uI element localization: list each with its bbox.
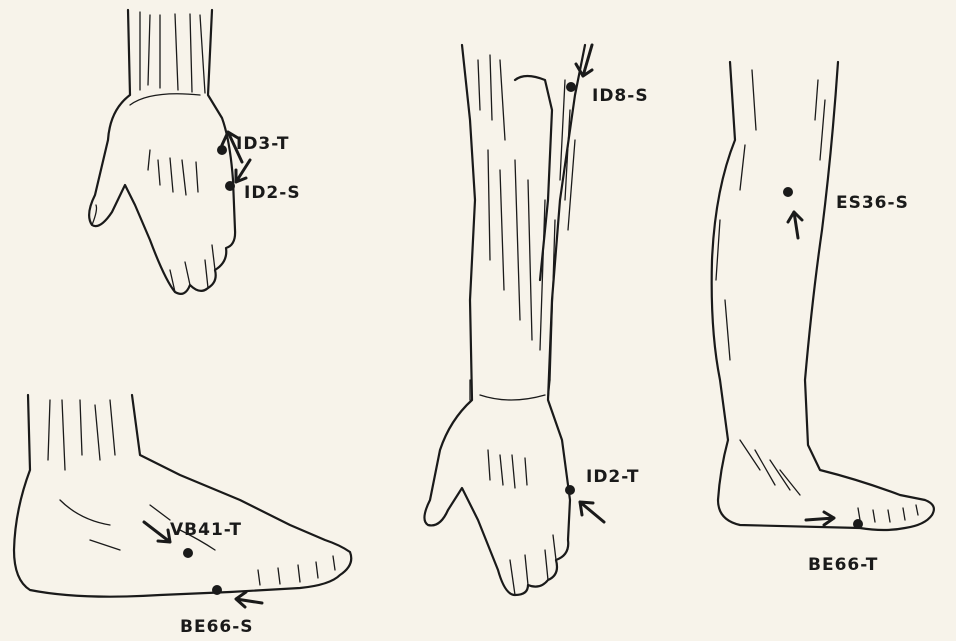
label-id3t: ID3-T — [236, 134, 289, 154]
label-be66s: BE66-S — [180, 617, 254, 637]
arrow-id2t — [580, 502, 604, 522]
marker-id2s — [225, 181, 235, 191]
marker-vb41t — [183, 548, 193, 558]
arrow-vb41t — [144, 522, 170, 542]
label-be66t: BE66-T — [808, 555, 878, 575]
arm-illustration-middle — [424, 45, 604, 595]
hand-illustration-top-left — [89, 10, 250, 294]
label-id2s: ID2-S — [244, 183, 301, 203]
marker-id2t — [565, 485, 575, 495]
label-id8s: ID8-S — [592, 86, 649, 106]
arrow-id2s — [236, 160, 250, 182]
label-vb41t: VB41-T — [170, 520, 242, 540]
arrow-es36s — [788, 212, 802, 238]
marker-be66s — [212, 585, 222, 595]
leg-illustration-right — [712, 62, 934, 530]
marker-be66t — [853, 519, 863, 529]
arrow-be66t — [806, 512, 834, 525]
arrow-be66s — [236, 592, 262, 607]
label-es36s: ES36-S — [836, 193, 909, 213]
marker-id8s — [566, 82, 576, 92]
marker-es36s — [783, 187, 793, 197]
label-id2t: ID2-T — [586, 467, 639, 487]
foot-illustration-bottom-left — [14, 395, 351, 607]
